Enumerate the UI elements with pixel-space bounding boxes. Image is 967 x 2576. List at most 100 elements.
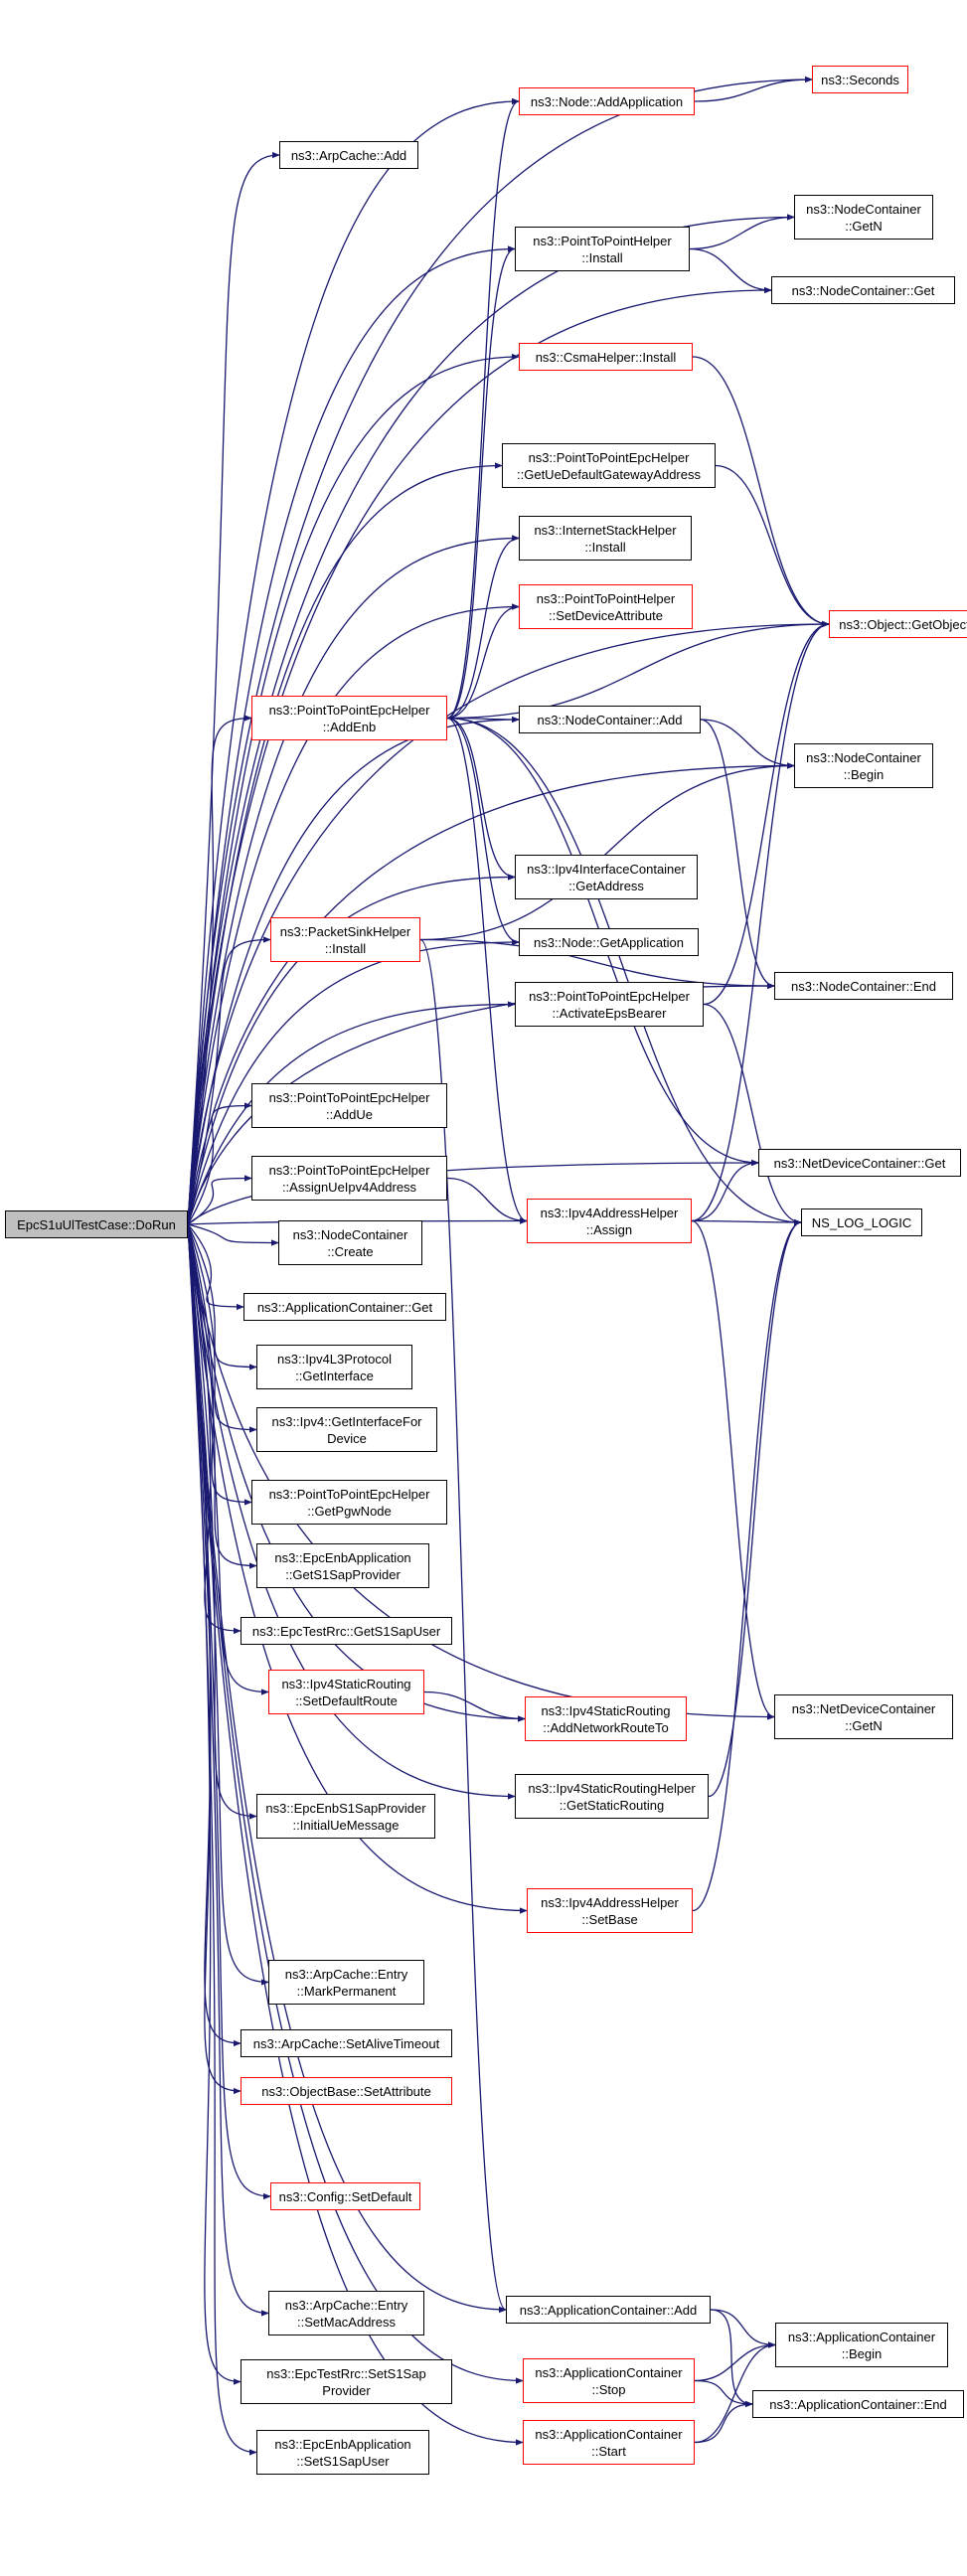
edge-ipv4srh-getsr-to-ns-log-logic <box>708 1218 802 1798</box>
node-objectbase-setattr[interactable]: ns3::ObjectBase::SetAttribute <box>241 2077 452 2105</box>
node-epcenb-gets1sap[interactable]: ns3::EpcEnbApplication::GetS1SapProvider <box>256 1543 429 1588</box>
node-p2p-install[interactable]: ns3::PointToPointHelper::Install <box>515 227 690 271</box>
node-nc-create[interactable]: ns3::NodeContainer::Create <box>278 1220 422 1265</box>
edge-p2pepc-addenb-to-p2p-setdevattr <box>446 603 520 720</box>
node-epcenbs1-initial[interactable]: ns3::EpcEnbS1SapProvider::InitialUeMessa… <box>256 1794 435 1839</box>
edge-p2pepc-addenb-to-ipv4addr-assign <box>446 717 528 1224</box>
node-label: ns3::PointToPointEpcHelper <box>268 1089 430 1105</box>
node-ipv4addr-setbase[interactable]: ns3::Ipv4AddressHelper::SetBase <box>527 1888 693 1933</box>
edge-root-to-p2pepc-addenb <box>187 715 252 1225</box>
node-label: ::GetPgwNode <box>307 1503 392 1519</box>
node-ipv4addr-assign[interactable]: ns3::Ipv4AddressHelper::Assign <box>527 1199 692 1243</box>
node-label: ::Stop <box>591 2381 626 2397</box>
node-label: ns3::Ipv4L3Protocol <box>277 1351 392 1367</box>
node-label: ns3::Ipv4StaticRouting <box>281 1676 411 1691</box>
node-inetstack-install[interactable]: ns3::InternetStackHelper::Install <box>519 516 692 561</box>
node-label: NS_LOG_LOGIC <box>811 1214 912 1230</box>
node-node-getapp[interactable]: ns3::Node::GetApplication <box>519 928 699 956</box>
node-p2pepc-getpgw[interactable]: ns3::PointToPointEpcHelper::GetPgwNode <box>251 1480 447 1525</box>
edge-root-to-arpentry-setmac <box>187 1223 269 2317</box>
node-ipv4sr-setdefault[interactable]: ns3::Ipv4StaticRouting::SetDefaultRoute <box>268 1670 424 1714</box>
node-epcenb-sets1sap[interactable]: ns3::EpcEnbApplication::SetS1SapUser <box>256 2430 429 2475</box>
node-ipv4ic-getaddr[interactable]: ns3::Ipv4InterfaceContainer::GetAddress <box>515 855 698 899</box>
node-packetsink-install[interactable]: ns3::PacketSinkHelper::Install <box>270 917 420 962</box>
node-label: ns3::EpcTestRrc::GetS1SapUser <box>251 1623 441 1639</box>
node-ndc-get[interactable]: ns3::NetDeviceContainer::Get <box>758 1149 961 1177</box>
node-object-getobject[interactable]: ns3::Object::GetObject <box>829 610 967 638</box>
node-label: ns3::ApplicationContainer <box>535 2364 683 2380</box>
node-label: ns3::PointToPointEpcHelper <box>268 702 430 718</box>
node-nc-add[interactable]: ns3::NodeContainer::Add <box>519 706 701 733</box>
node-appc-end[interactable]: ns3::ApplicationContainer::End <box>752 2390 964 2418</box>
node-label: ns3::ArpCache::Entry <box>284 2297 408 2313</box>
node-label: ::GetInterface <box>295 1368 374 1383</box>
node-ndc-getn[interactable]: ns3::NetDeviceContainer::GetN <box>774 1694 953 1739</box>
node-label: ns3::ArpCache::Add <box>290 147 407 163</box>
node-appc-begin[interactable]: ns3::ApplicationContainer::Begin <box>775 2323 948 2367</box>
node-label: ::ActivateEpsBearer <box>552 1005 667 1021</box>
node-label: ns3::NodeContainer <box>292 1226 408 1242</box>
edge-root-to-ipv4l3-getif <box>187 1223 257 1370</box>
node-label: ::Install <box>324 940 367 956</box>
edge-p2pepc-activate-to-object-getobject <box>703 620 830 1006</box>
edge-p2pepc-activate-to-ns-log-logic <box>703 1003 802 1226</box>
node-label: ::Begin <box>841 2345 883 2361</box>
node-appc-start[interactable]: ns3::ApplicationContainer::Start <box>523 2420 695 2465</box>
edge-appc-add-to-appc-begin <box>710 2309 776 2348</box>
edge-p2pepc-addenb-to-inetstack-install <box>446 535 520 720</box>
node-label: ns3::EpcTestRrc::SetS1Sap <box>266 2365 426 2381</box>
node-arpentry-setmac[interactable]: ns3::ArpCache::Entry::SetMacAddress <box>268 2291 424 2335</box>
node-csma-install[interactable]: ns3::CsmaHelper::Install <box>519 343 693 371</box>
node-nc-get[interactable]: ns3::NodeContainer::Get <box>771 276 955 304</box>
node-label: ns3::Config::SetDefault <box>278 2188 412 2204</box>
node-root: EpcS1uUlTestCase::DoRun <box>5 1210 188 1238</box>
node-arpentry-markperm[interactable]: ns3::ArpCache::Entry::MarkPermanent <box>268 1960 424 2005</box>
node-label: ns3::NodeContainer::Get <box>791 282 935 298</box>
edge-root-to-p2p-install <box>187 245 516 1225</box>
edge-ipv4addr-setbase-to-ns-log-logic <box>692 1218 802 1912</box>
edge-p2pepc-addenb-to-object-getobject <box>446 620 830 720</box>
node-arpcache-add[interactable]: ns3::ArpCache::Add <box>279 141 418 169</box>
edge-root-to-seconds <box>187 76 813 1225</box>
node-label: ::GetUeDefaultGatewayAddress <box>517 466 701 482</box>
node-nc-getn[interactable]: ns3::NodeContainer::GetN <box>794 195 933 240</box>
edge-p2pepc-addenb-to-p2p-install <box>446 245 516 720</box>
node-p2pepc-assign[interactable]: ns3::PointToPointEpcHelper::AssignUeIpv4… <box>251 1156 447 1201</box>
node-appc-stop[interactable]: ns3::ApplicationContainer::Stop <box>523 2358 695 2403</box>
node-appc-add[interactable]: ns3::ApplicationContainer::Add <box>506 2296 711 2324</box>
edge-root-to-appc-get <box>187 1223 244 1311</box>
node-label: ::Assign <box>585 1221 633 1237</box>
node-label: ns3::ApplicationContainer <box>535 2426 683 2442</box>
node-nc-end[interactable]: ns3::NodeContainer::End <box>774 972 953 1000</box>
node-ipv4srh-getsr[interactable]: ns3::Ipv4StaticRoutingHelper::GetStaticR… <box>515 1774 709 1819</box>
edge-root-to-appc-start <box>187 1223 524 2446</box>
node-arpcache-setalive[interactable]: ns3::ArpCache::SetAliveTimeout <box>241 2029 452 2057</box>
node-p2p-setdevattr[interactable]: ns3::PointToPointHelper::SetDeviceAttrib… <box>519 584 693 629</box>
node-ipv4l3-getif[interactable]: ns3::Ipv4L3Protocol::GetInterface <box>256 1345 412 1389</box>
edge-root-to-ipv4addr-setbase <box>187 1223 528 1914</box>
edge-p2pepc-getue-to-object-getobject <box>715 464 830 628</box>
node-label: ns3::EpcEnbApplication <box>274 2436 411 2452</box>
node-appc-get[interactable]: ns3::ApplicationContainer::Get <box>243 1293 446 1321</box>
node-p2pepc-addenb[interactable]: ns3::PointToPointEpcHelper::AddEnb <box>251 696 447 740</box>
edge-root-to-p2pepc-activate <box>187 1001 516 1225</box>
node-node-addapp[interactable]: ns3::Node::AddApplication <box>519 87 695 115</box>
node-ipv4sr-addnet[interactable]: ns3::Ipv4StaticRouting::AddNetworkRouteT… <box>525 1696 687 1741</box>
node-label: ns3::InternetStackHelper <box>534 522 677 538</box>
node-epctestrrc-get[interactable]: ns3::EpcTestRrc::GetS1SapUser <box>241 1617 452 1645</box>
node-seconds[interactable]: ns3::Seconds <box>812 66 908 93</box>
node-label: ns3::NetDeviceContainer::Get <box>773 1155 946 1171</box>
node-ns-log-logic[interactable]: NS_LOG_LOGIC <box>801 1208 922 1236</box>
edge-p2pepc-assign-to-ipv4addr-assign <box>446 1177 528 1224</box>
edge-root-to-node-addapp <box>187 97 520 1225</box>
node-label: ns3::NodeContainer::Add <box>537 712 683 727</box>
node-label: ::SetS1SapUser <box>296 2453 390 2469</box>
node-config-setdefault[interactable]: ns3::Config::SetDefault <box>270 2182 420 2210</box>
node-nc-begin[interactable]: ns3::NodeContainer::Begin <box>794 743 933 788</box>
node-p2pepc-getue[interactable]: ns3::PointToPointEpcHelper::GetUeDefault… <box>502 443 716 488</box>
node-p2pepc-addue[interactable]: ns3::PointToPointEpcHelper::AddUe <box>251 1083 447 1128</box>
edge-root-to-nc-add <box>187 716 520 1225</box>
node-p2pepc-activate[interactable]: ns3::PointToPointEpcHelper::ActivateEpsB… <box>515 982 704 1027</box>
